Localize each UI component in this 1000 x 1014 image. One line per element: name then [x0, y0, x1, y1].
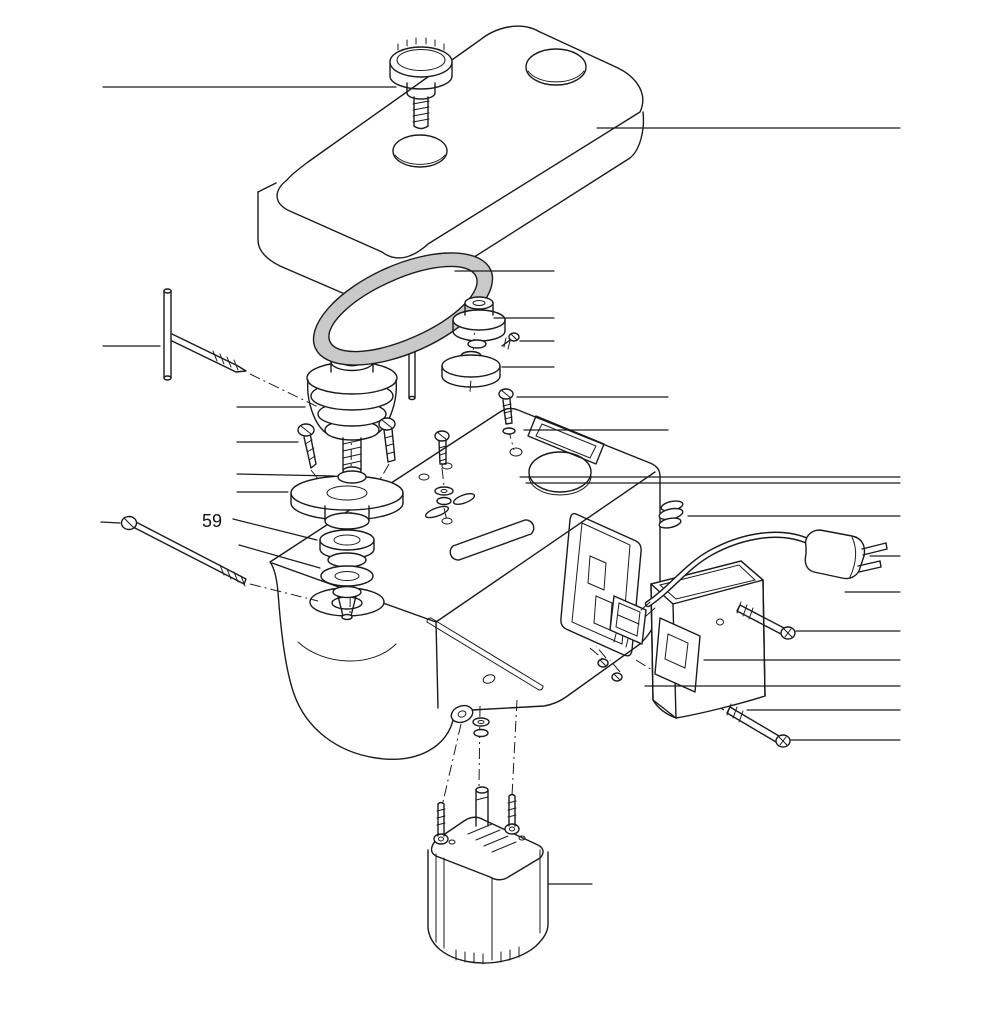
spindle-bearing-stack: [290, 475, 404, 621]
motor-top: [430, 816, 544, 881]
screw-with-washers: [434, 430, 454, 525]
set-screw: [501, 332, 520, 350]
screw: [297, 423, 317, 469]
motor-pulley: [441, 296, 520, 388]
plug-blades: [857, 542, 888, 573]
spindle-nose: [337, 595, 357, 617]
front-boss: [450, 704, 474, 724]
switch-plate: [654, 617, 701, 693]
t-handle-bolt: [163, 288, 247, 381]
top-recess: [527, 415, 605, 465]
leader-lines: [100, 86, 901, 885]
pulley-opening: [528, 451, 592, 493]
motor-body: [427, 849, 549, 964]
part-label-59: 59: [202, 511, 222, 531]
spindle-pulley: [306, 352, 398, 484]
belt-slot: [449, 519, 535, 561]
motor-assembly: [427, 717, 549, 965]
mounting-washers: [472, 717, 490, 738]
switch-screws: [597, 658, 623, 682]
hinge-pin: [426, 617, 544, 691]
screw: [736, 601, 796, 640]
box-screws: [726, 601, 796, 748]
pulley-nut: [337, 470, 367, 484]
strain-relief-grommet: [658, 500, 684, 529]
motor-studs: [436, 793, 517, 837]
cover-hole: [525, 48, 587, 86]
fastener-screws: [297, 388, 516, 525]
spacer-ring: [327, 552, 367, 568]
power-plug: [804, 529, 888, 580]
screw-with-washer: [498, 388, 516, 435]
long-bolt: [120, 515, 247, 587]
pulley-washer: [441, 350, 501, 388]
screw: [726, 703, 791, 748]
head-casting: [269, 407, 661, 760]
screw: [378, 417, 396, 463]
knob-hole: [392, 134, 448, 168]
drive-belt: [312, 252, 494, 366]
cover-knob: [389, 37, 453, 130]
spindle-thread: [342, 437, 362, 476]
motor-shaft: [475, 786, 489, 827]
power-cord: [640, 531, 814, 617]
ball-bearing-lower: [320, 565, 374, 587]
rocker-switch: [609, 595, 647, 648]
